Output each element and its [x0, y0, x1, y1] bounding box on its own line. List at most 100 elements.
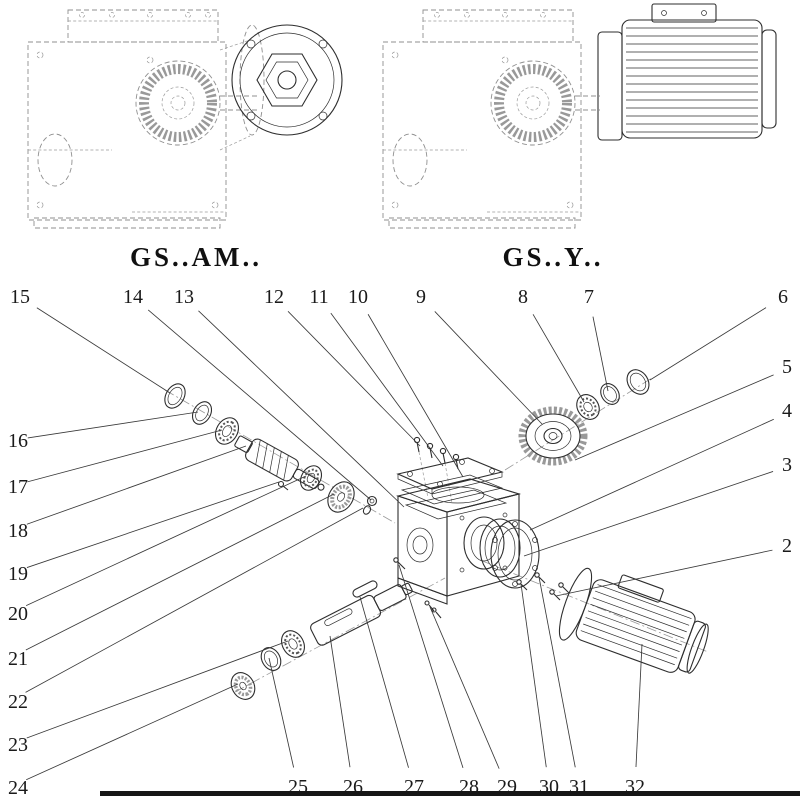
leader-line-32 [635, 643, 643, 768]
motor-drawing [597, 3, 777, 141]
snap-ring-7 [600, 383, 620, 405]
leader-line-13 [198, 310, 405, 508]
leader-line-25 [268, 657, 295, 768]
leader-line-9 [434, 311, 543, 425]
leader-line-14 [147, 309, 372, 501]
ring-6 [626, 369, 650, 395]
callout-7: 7 [584, 286, 594, 308]
pin-28 [393, 557, 406, 570]
bearing-20 [299, 465, 323, 491]
cover-ring-4 [479, 518, 521, 578]
callout-15: 15 [10, 286, 30, 308]
leader-line-16 [27, 411, 199, 439]
callout-21: 21 [8, 648, 28, 670]
breather-plug-14 [366, 495, 378, 507]
gear-housing [395, 478, 522, 605]
callout-18: 18 [8, 520, 28, 542]
variant-label-gs-am: GS..AM.. [130, 242, 262, 272]
leader-line-7 [592, 316, 609, 392]
motor-terminal-box [617, 574, 664, 603]
leader-line-12 [287, 310, 421, 447]
leader-line-31 [538, 576, 576, 768]
output-shaft-assembly [230, 580, 413, 700]
variant-label-gs-y: GS..Y.. [502, 242, 603, 272]
leader-line-3 [523, 471, 774, 557]
input-boss [135, 60, 221, 146]
callout-11: 11 [309, 286, 328, 308]
callout-24: 24 [8, 777, 28, 799]
gasket-13 [404, 489, 508, 520]
callout-5: 5 [782, 356, 792, 378]
callout-23: 23 [8, 734, 28, 756]
input-axis-line [164, 389, 396, 524]
leader-line-26 [329, 635, 351, 768]
screws-2 [549, 582, 570, 601]
washer-disc-21 [327, 481, 355, 513]
washer-24 [230, 672, 256, 700]
leader-line-2 [555, 549, 773, 597]
leader-line-15 [36, 307, 171, 394]
leader-line-19 [26, 481, 280, 568]
callout-3: 3 [782, 454, 792, 476]
screws-30-31 [516, 572, 546, 591]
callout-22: 22 [8, 691, 28, 713]
motor-flange [558, 567, 593, 641]
retaining-ring-15 [164, 383, 186, 409]
callout-20: 20 [8, 603, 28, 625]
leader-line-22 [25, 507, 364, 693]
motor-axis-line [479, 559, 709, 653]
output-cover-assembly [393, 518, 570, 619]
leader-line-10 [367, 314, 464, 478]
callout-19: 19 [8, 563, 28, 585]
output-shaft-26 [310, 582, 413, 646]
callout-16: 16 [8, 430, 28, 452]
leader-line-28 [398, 564, 464, 769]
top-cover-assembly [366, 436, 508, 520]
snap-ring-25 [260, 647, 282, 671]
worm-wheel-9 [518, 406, 588, 466]
leader-line-17 [27, 429, 223, 483]
leader-line-30 [520, 583, 547, 768]
callout-13: 13 [174, 286, 194, 308]
leader-line-23 [26, 640, 289, 739]
gasket-10 [400, 474, 504, 505]
bearing-23 [281, 630, 305, 658]
cover-screws-12 [413, 436, 460, 470]
leader-line-4 [529, 418, 774, 531]
output-flange [231, 24, 343, 136]
worm-wheel-assembly [518, 369, 650, 466]
leader-line-29 [429, 606, 500, 769]
motor-body [575, 579, 696, 673]
flange-cover-3 [490, 519, 540, 589]
fan-cover [761, 29, 777, 129]
callout-10: 10 [348, 286, 368, 308]
leader-line-20 [25, 475, 307, 606]
callout-14: 14 [123, 286, 143, 308]
leader-line-5 [574, 374, 774, 461]
gearbox-drawing-gs-y: GS..Y.. [382, 3, 777, 272]
callout-9: 9 [416, 286, 426, 308]
cover-plate-11 [396, 457, 504, 495]
leader-line-27 [359, 596, 409, 768]
screws-29 [424, 600, 442, 619]
leader-line-8 [532, 314, 585, 403]
leader-line-24 [26, 683, 239, 781]
bearing-17 [214, 417, 240, 445]
callout-17: 17 [8, 476, 28, 498]
leader-line-21 [25, 493, 335, 651]
callout-4: 4 [782, 400, 792, 422]
leader-line-11 [330, 312, 444, 467]
bearing-8 [576, 394, 600, 420]
key-27 [352, 580, 378, 598]
exploded-view: 1514131211109876161718192021222324543225… [8, 286, 792, 799]
pin-19 [277, 480, 289, 491]
callout-2: 2 [782, 535, 792, 557]
gear-axis-line [504, 377, 653, 471]
terminal-box [651, 3, 717, 23]
gearbox-drawing-gs-am: GS..AM.. [27, 9, 343, 272]
leader-line-18 [26, 445, 247, 525]
spacer-22 [362, 505, 372, 515]
